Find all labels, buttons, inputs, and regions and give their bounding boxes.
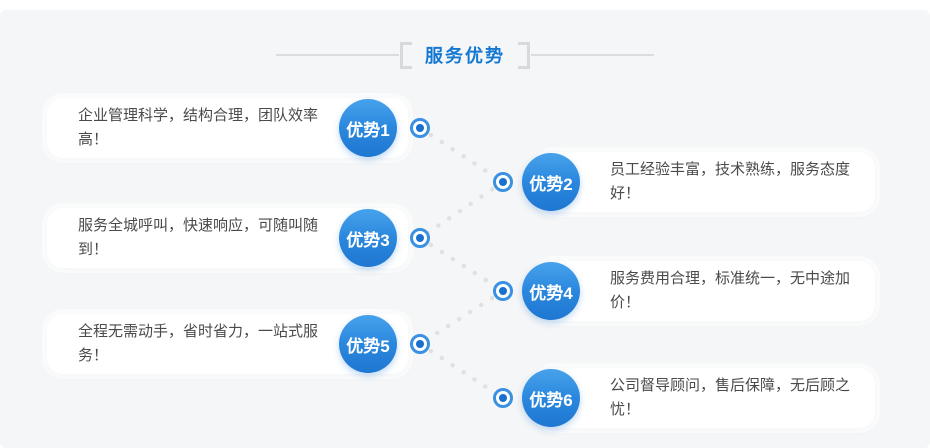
advantage-row-2: 员工经验丰富，技术熟练，服务态度好！ 优势2 <box>0 152 930 212</box>
advantage-row-6: 公司督导顾问，售后保障，无后顾之忧！ 优势6 <box>0 368 930 428</box>
advantage-row-5: 全程无需动手，省时省力，一站式服务！ 优势5 <box>0 314 930 374</box>
bullet-target-icon <box>493 172 513 192</box>
advantage-row-1: 企业管理科学，结构合理，团队效率高！ 优势1 <box>0 98 930 158</box>
bullet-target-icon <box>410 334 430 354</box>
advantage-text: 服务全城呼叫，快速响应，可随叫随到！ <box>78 217 319 258</box>
advantage-card: 公司督导顾问，售后保障，无后顾之忧！ <box>538 368 875 428</box>
advantage-badge: 优势6 <box>522 369 580 427</box>
advantage-text: 全程无需动手，省时省力，一站式服务！ <box>78 323 319 364</box>
title-divider-left <box>276 54 399 56</box>
advantage-text: 公司督导顾问，售后保障，无后顾之忧！ <box>610 377 851 418</box>
bullet-target-icon <box>410 228 430 248</box>
advantage-badge: 优势4 <box>522 262 580 320</box>
advantage-text: 员工经验丰富，技术熟练，服务态度好！ <box>610 161 851 202</box>
advantage-row-4: 服务费用合理，标准统一，无中途加价！ 优势4 <box>0 261 930 321</box>
advantage-card: 员工经验丰富，技术熟练，服务态度好！ <box>538 152 875 212</box>
bracket-left-icon <box>400 41 412 69</box>
title-divider-right <box>531 54 654 56</box>
advantage-text: 服务费用合理，标准统一，无中途加价！ <box>610 270 851 311</box>
bracket-right-icon <box>518 41 530 69</box>
bullet-target-icon <box>410 118 430 138</box>
advantage-text: 企业管理科学，结构合理，团队效率高！ <box>78 107 319 148</box>
advantage-badge: 优势2 <box>522 153 580 211</box>
advantage-row-3: 服务全城呼叫，快速响应，可随叫随到！ 优势3 <box>0 208 930 268</box>
section-title: 服务优势 <box>0 38 930 72</box>
page-title: 服务优势 <box>425 46 505 66</box>
bullet-target-icon <box>493 281 513 301</box>
advantage-badge: 优势1 <box>339 99 397 157</box>
advantage-badge: 优势3 <box>339 209 397 267</box>
bullet-target-icon <box>493 388 513 408</box>
advantage-card: 服务费用合理，标准统一，无中途加价！ <box>538 261 875 321</box>
advantage-badge: 优势5 <box>339 315 397 373</box>
